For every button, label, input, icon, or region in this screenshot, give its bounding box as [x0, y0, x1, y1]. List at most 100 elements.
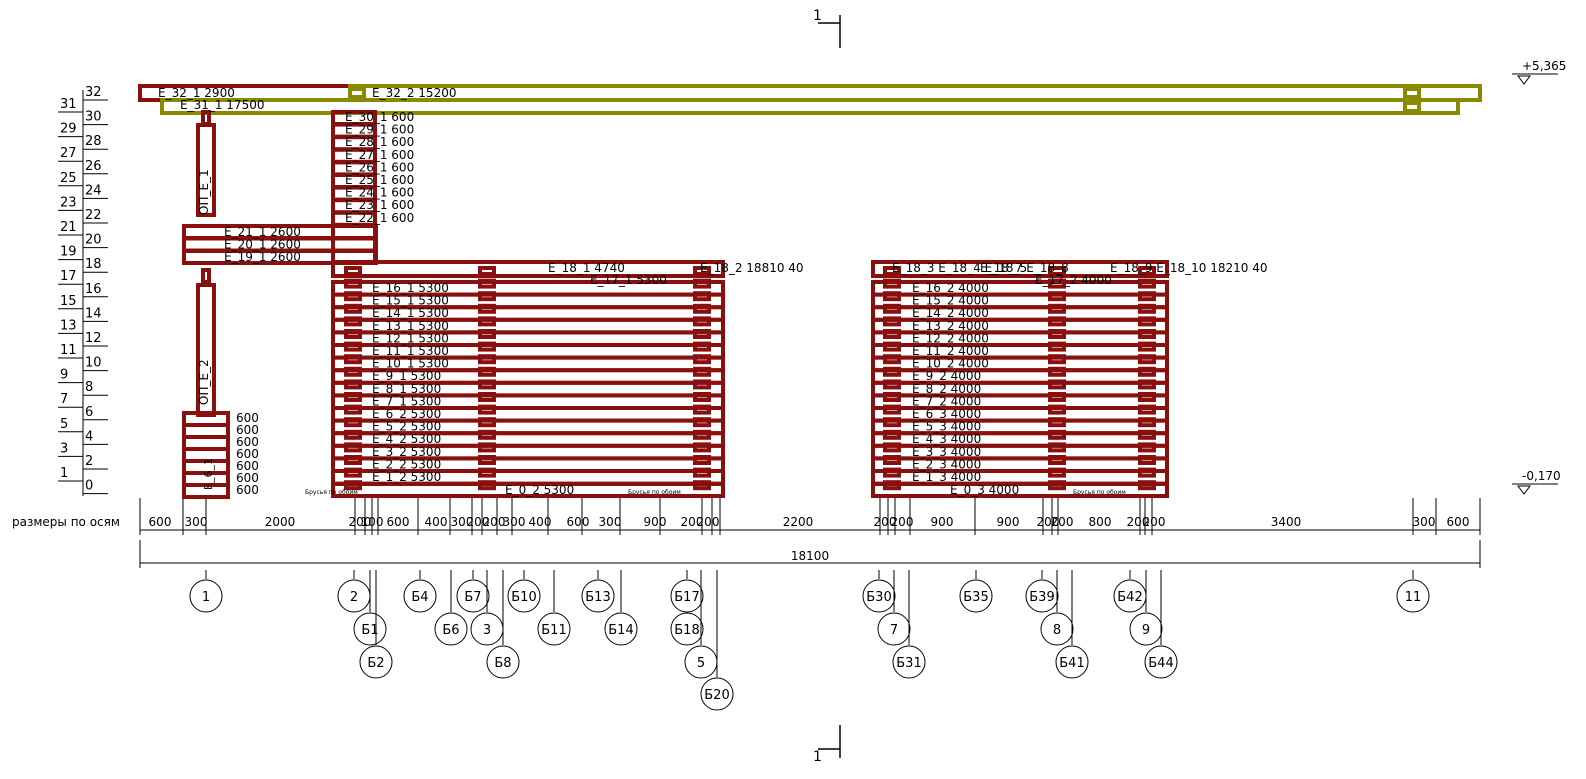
block1-stud — [478, 379, 496, 390]
axis-marker-circle — [1396, 579, 1430, 613]
beam-label: Е_1_3 4000 — [912, 470, 981, 484]
block1-stud — [693, 379, 711, 390]
beam-label: Е_32_1 2900 — [158, 86, 235, 100]
beam-label: Е_13_2 4000 — [912, 319, 989, 333]
dimension-value: 200 — [891, 515, 914, 529]
dimension-value: 300 — [503, 515, 526, 529]
block1-stud — [478, 467, 496, 478]
beam-label: Е_3_3 4000 — [912, 445, 981, 459]
dimension-value: 900 — [997, 515, 1020, 529]
block1-stud — [344, 329, 362, 339]
block2-stud — [1138, 455, 1156, 465]
beam-label: Е_26_1 600 — [345, 160, 414, 174]
axis-marker-circle — [700, 677, 734, 711]
axis-marker-label: Б7 — [464, 590, 481, 605]
axis-marker-circle — [507, 579, 541, 613]
row-number-right: 2 — [85, 454, 93, 469]
beam-label: Е_18_1 4740 — [548, 261, 625, 275]
dimension-value: 200 — [1051, 515, 1074, 529]
elevation-marker — [1517, 485, 1531, 495]
axis-marker-circle — [862, 579, 896, 613]
dimension-value: 800 — [1089, 515, 1112, 529]
axis-marker-circle — [959, 579, 993, 613]
block1-stud — [478, 392, 496, 402]
axis-marker-label: Б17 — [674, 590, 699, 605]
beam-small — [182, 483, 230, 499]
block1-stud — [344, 467, 362, 478]
block1-stud — [693, 266, 711, 276]
block1-stud — [478, 266, 496, 276]
row-number-right: 12 — [85, 331, 102, 346]
block1-stud — [693, 429, 711, 440]
block2-e0 — [871, 482, 1169, 498]
dimension-value: 300 — [599, 515, 622, 529]
dimension-value: 600 — [149, 515, 172, 529]
row-number-right: 0 — [85, 479, 93, 494]
block1-stud — [478, 291, 496, 302]
block2-stud — [1048, 278, 1066, 289]
dimension-value: 400 — [425, 515, 448, 529]
beam-label: Е_6_3 4000 — [912, 407, 981, 421]
beam-label: Е_12_2 4000 — [912, 331, 989, 345]
block2-stud — [883, 316, 901, 327]
row-number-left: 1 — [60, 466, 68, 481]
axis-marker-label: Б13 — [585, 590, 610, 605]
block1-stud — [693, 480, 711, 491]
block1-stud — [344, 316, 362, 327]
block2-stud — [1138, 417, 1156, 428]
block1-stud — [478, 417, 496, 428]
block2-stud — [883, 278, 901, 289]
block2-e18 — [871, 260, 1169, 278]
beam-label: Е_2_2 5300 — [372, 457, 441, 471]
dimension-value: 600 — [567, 515, 590, 529]
beam-label: Е_3_2 5300 — [372, 445, 441, 459]
beam-label: Е_5_2 5300 — [372, 420, 441, 434]
dimension-value: 200 — [1037, 515, 1060, 529]
dimension-value: 200 — [1143, 515, 1166, 529]
block2-stud — [1138, 366, 1156, 377]
beam-label: Е_32_2 15200 — [372, 86, 456, 100]
row-number-right: 6 — [85, 405, 93, 420]
axis-marker-circle — [434, 612, 468, 646]
axis-marker-label: Б41 — [1059, 656, 1084, 671]
block2-stud — [883, 266, 901, 276]
block1-stud — [344, 417, 362, 428]
axis-marker-circle — [1129, 612, 1163, 646]
axis-marker-label: Б2 — [367, 656, 384, 671]
axis-marker-circle — [537, 612, 571, 646]
beam-label: Е_18_7 Е_18_8 — [980, 261, 1069, 275]
row-number-left: 23 — [60, 195, 77, 210]
axis-marker-label: 9 — [1142, 623, 1150, 638]
beam-label: Е_28_1 600 — [345, 135, 414, 149]
beam-label: Е_6_2 5300 — [372, 407, 441, 421]
block1-stud — [344, 354, 362, 365]
block2-stud — [1048, 341, 1066, 352]
block2-stud — [1048, 329, 1066, 339]
block1-stud — [478, 354, 496, 365]
block2-stud — [1138, 480, 1156, 491]
axis-marker-circle — [604, 612, 638, 646]
beam-label: Е_16_2 4000 — [912, 281, 989, 295]
axis-marker-circle — [670, 579, 704, 613]
block1-stud — [693, 417, 711, 428]
dimension-value: 200 — [681, 515, 704, 529]
beam-label: Е_31_1 17500 — [180, 98, 264, 112]
axis-marker-circle — [486, 645, 520, 679]
beam-label: Е_18_9 Е_18_10 18210 40 — [1110, 261, 1268, 275]
row-number-left: 21 — [60, 220, 77, 235]
row-number-left: 9 — [60, 368, 68, 383]
axis-row-title: размеры по осям — [12, 515, 120, 529]
beam-label: Е_21_1 2600 — [224, 225, 301, 239]
block2-stud — [883, 341, 901, 352]
axis-marker-label: Б44 — [1148, 656, 1173, 671]
row-number-left: 19 — [60, 245, 77, 260]
block2-stud — [1138, 266, 1156, 276]
block1-e18 — [331, 260, 725, 278]
block1-stud — [478, 278, 496, 289]
block1-stud — [693, 316, 711, 327]
beam-label: Е_14_2 4000 — [912, 306, 989, 320]
beam-label: Е_22_1 600 — [345, 211, 414, 225]
block1-stud — [478, 455, 496, 465]
block2-stud — [1138, 442, 1156, 453]
row-number-right: 16 — [85, 282, 102, 297]
